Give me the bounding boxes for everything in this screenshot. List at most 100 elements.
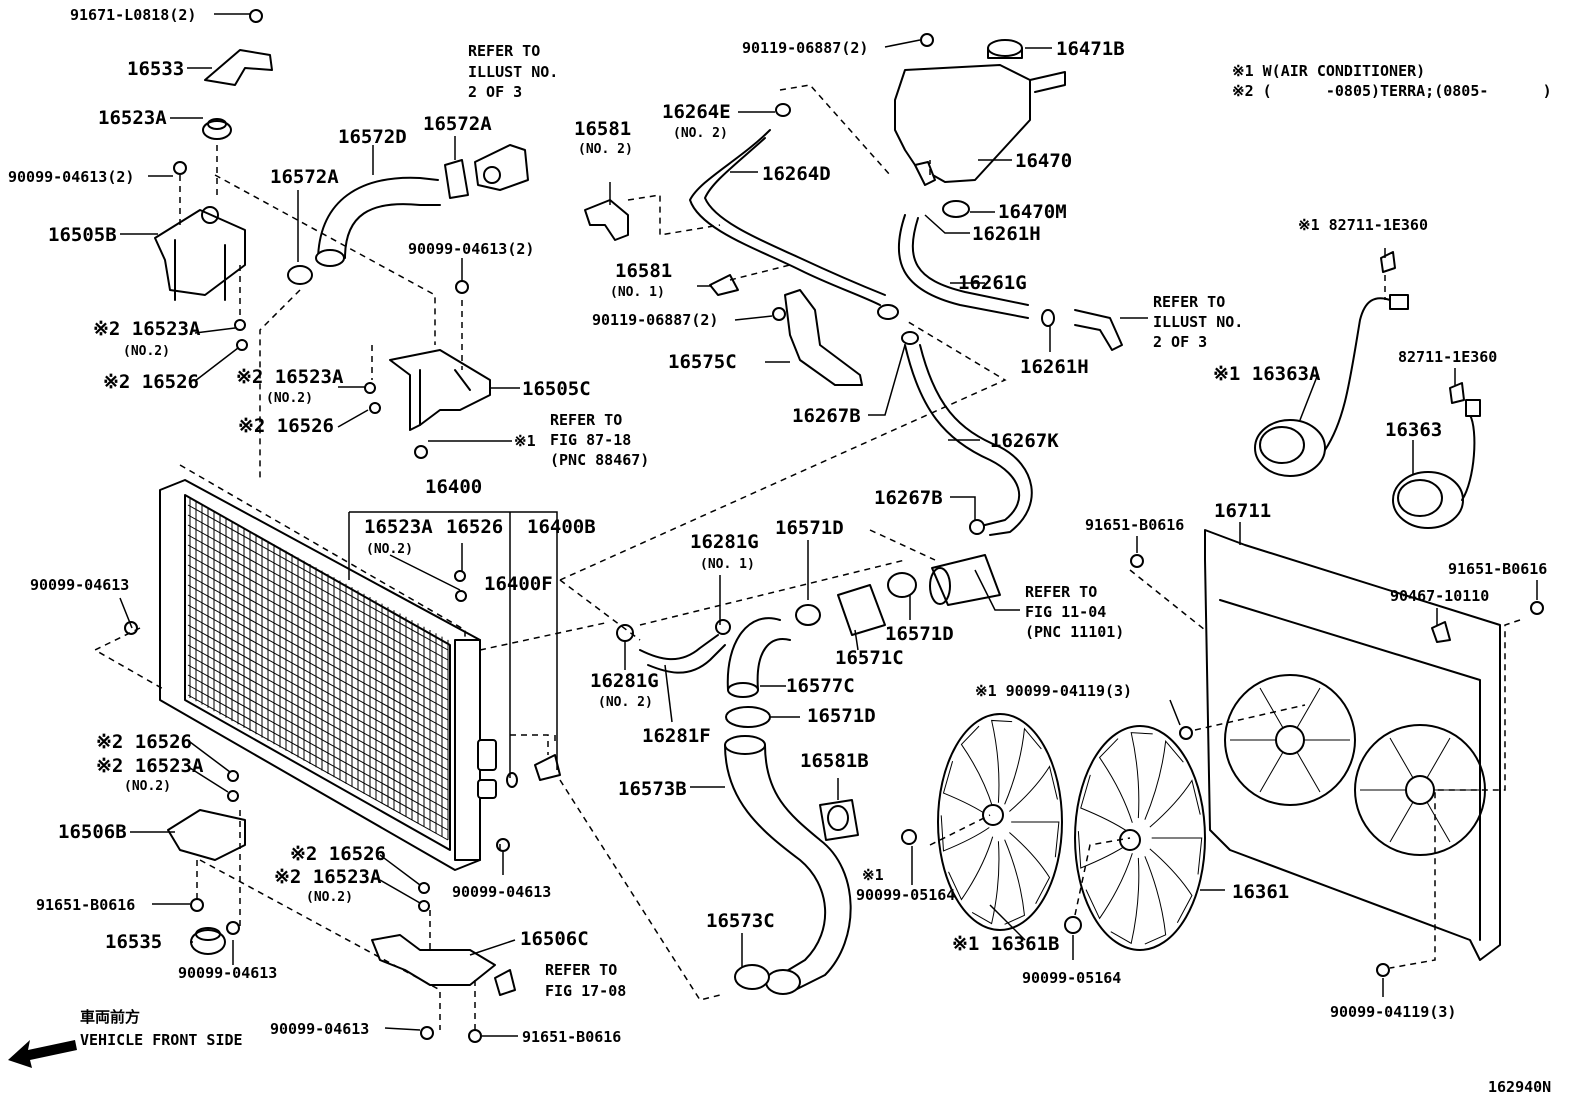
part-label: FIG 11-04	[1025, 603, 1106, 621]
part-label: 91671-L0818(2)	[70, 6, 196, 24]
fan-motor-16363	[1392, 382, 1481, 529]
part-label: ※1	[862, 866, 884, 884]
clip-16581-no1	[709, 274, 739, 296]
part-label: 2 OF 3	[1153, 333, 1207, 351]
footnote-note1: ※1 W(AIR CONDITIONER)	[1232, 62, 1425, 80]
part-label: 16267B	[874, 487, 943, 509]
cushion-16535	[190, 927, 226, 955]
part-label: (PNC 88467)	[550, 451, 649, 469]
part-label: (NO.2)	[306, 890, 353, 905]
part-label: ※1 16363A	[1213, 363, 1321, 385]
part-label: 16281G	[690, 531, 759, 553]
part-label: 16573C	[706, 910, 775, 932]
part-label: 16281F	[642, 725, 711, 747]
part-label: (NO. 1)	[700, 557, 755, 572]
part-label: 16400B	[527, 516, 596, 538]
part-label: 16523A	[98, 107, 167, 129]
part-label: 90099-05164	[856, 886, 955, 904]
part-label: 90099-04613(2)	[8, 168, 134, 186]
part-label: 16261H	[972, 223, 1041, 245]
part-label: 91651-B0616	[1448, 560, 1547, 578]
part-label: 90467-10110	[1390, 587, 1489, 605]
part-label: REFER TO	[545, 961, 617, 979]
reservoir-hose-16261g	[897, 214, 1123, 351]
part-label: 16400	[425, 476, 482, 498]
fan-16361b	[937, 713, 1063, 931]
part-label: 16470	[1015, 150, 1072, 172]
part-label: 90119-06887(2)	[592, 311, 718, 329]
hose-16281f	[616, 619, 731, 674]
part-label: ILLUST NO.	[468, 63, 558, 81]
part-label: VEHICLE FRONT SIDE	[80, 1031, 243, 1049]
part-label: (NO. 2)	[673, 126, 728, 141]
overflow-hose-16264d	[689, 103, 899, 320]
part-label: 16575C	[668, 351, 737, 373]
dashed-guides	[93, 84, 1521, 1030]
part-label: 16261G	[958, 272, 1027, 294]
part-label: 16577C	[786, 675, 855, 697]
part-label: 91651-B0616	[522, 1028, 621, 1046]
part-label: 16581	[615, 260, 672, 282]
part-label: ※2 16523A	[93, 318, 201, 340]
part-label: 16264E	[662, 101, 731, 123]
part-label: REFER TO	[1153, 293, 1225, 311]
vehicle-front-arrow-icon	[8, 1040, 77, 1068]
part-label: ※2 16523A	[274, 866, 382, 888]
part-label: 16526	[446, 516, 503, 538]
clamp-16571d-lower	[725, 706, 771, 728]
part-label: ILLUST NO.	[1153, 313, 1243, 331]
part-label: 16267K	[990, 430, 1059, 452]
part-label: REFER TO	[1025, 583, 1097, 601]
lower-bracket-16506c	[371, 934, 496, 986]
fan-16361	[1074, 725, 1206, 951]
clamp-16581b	[819, 799, 859, 841]
part-label: ※1 90099-04119(3)	[975, 682, 1132, 700]
part-label: ※2 16526	[238, 415, 334, 437]
part-label: 16581	[574, 118, 631, 140]
part-label: 82711-1E360	[1398, 348, 1497, 366]
part-label: 90099-04613	[452, 883, 551, 901]
reservoir-tank-16470	[894, 39, 1066, 218]
hose-16577c	[726, 604, 821, 698]
part-label: 16571D	[885, 623, 954, 645]
part-label: 16581B	[800, 750, 869, 772]
part-label: ※2 16523A	[236, 366, 344, 388]
part-label: 16471B	[1056, 38, 1125, 60]
part-label: 16571C	[835, 647, 904, 669]
part-label: ※1 82711-1E360	[1298, 216, 1428, 234]
part-label: 90099-04119(3)	[1330, 1003, 1456, 1021]
part-label: 16506B	[58, 821, 127, 843]
part-label: (NO.2)	[266, 391, 313, 406]
fan-motor-16363a	[1254, 251, 1409, 477]
part-label: 16506C	[520, 928, 589, 950]
part-label: REFER TO	[468, 42, 540, 60]
part-label: 91651-B0616	[1085, 516, 1184, 534]
leader-lines	[119, 13, 1538, 1037]
fan-shroud-16711	[1204, 529, 1501, 961]
part-label: 16573B	[618, 778, 687, 800]
part-label: ※1	[514, 432, 536, 450]
part-label: 16470M	[998, 201, 1067, 223]
bracket-16533	[204, 49, 273, 86]
support-bracket-16505c	[389, 349, 491, 431]
part-label: 16535	[105, 931, 162, 953]
part-label: ※2 16526	[96, 731, 192, 753]
part-label: 16572D	[338, 126, 407, 148]
drain-cock-16400b	[534, 754, 561, 781]
part-label: REFER TO	[550, 411, 622, 429]
part-label: (NO. 2)	[578, 142, 633, 157]
part-label: 90099-04613(2)	[408, 240, 534, 258]
lower-bracket-16506b	[167, 809, 246, 861]
grommet-16523a	[202, 118, 232, 140]
part-label: 90099-05164	[1022, 969, 1121, 987]
part-label: 16572A	[423, 113, 492, 135]
part-label: 16711	[1214, 500, 1271, 522]
part-label: (NO. 1)	[610, 285, 665, 300]
hose-16571c	[837, 554, 1001, 636]
part-label: 16281G	[590, 670, 659, 692]
part-label: 16572A	[270, 166, 339, 188]
part-label: (NO.2)	[124, 779, 171, 794]
clip-refer-17-08	[494, 969, 516, 996]
part-label: 2 OF 3	[468, 83, 522, 101]
